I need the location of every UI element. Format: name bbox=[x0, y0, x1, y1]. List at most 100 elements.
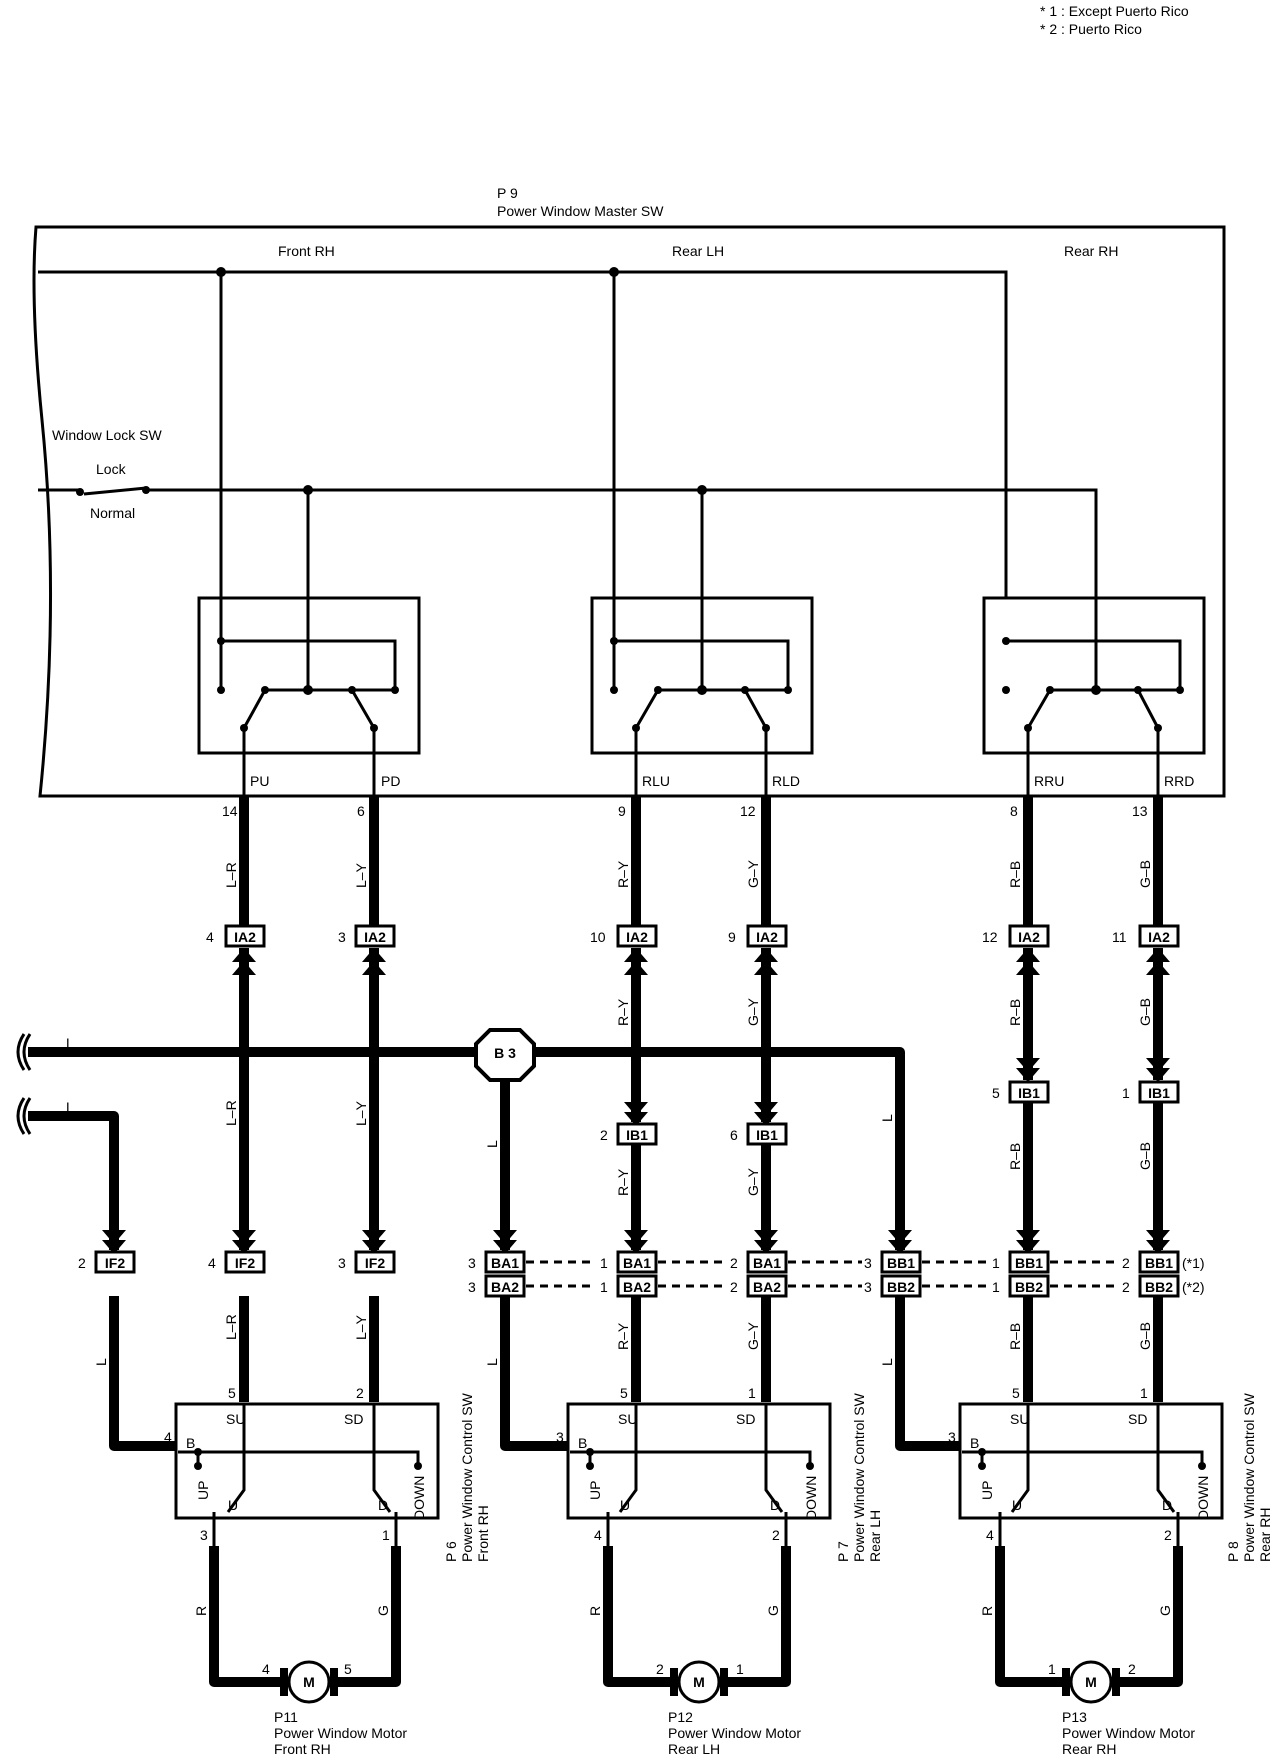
terminal-rrd: RRD bbox=[1164, 773, 1194, 789]
sub-switch-rear-rh bbox=[982, 490, 1206, 796]
svg-text:IB1: IB1 bbox=[1018, 1085, 1040, 1101]
svg-text:L: L bbox=[66, 1099, 74, 1115]
svg-text:BA2: BA2 bbox=[623, 1279, 651, 1295]
svg-text:1: 1 bbox=[748, 1385, 756, 1401]
svg-text:G–Y: G–Y bbox=[745, 997, 761, 1026]
svg-text:1: 1 bbox=[992, 1255, 1000, 1271]
svg-text:G–B: G–B bbox=[1137, 998, 1153, 1026]
wire-arrows bbox=[102, 948, 1170, 1254]
sub-switch-box bbox=[982, 596, 1206, 755]
svg-text:Rear RH: Rear RH bbox=[1062, 1741, 1116, 1757]
svg-text:R: R bbox=[587, 1606, 603, 1616]
footnotes: * 1 : Except Puerto Rico * 2 : Puerto Ri… bbox=[1040, 3, 1189, 37]
svg-text:2: 2 bbox=[656, 1661, 664, 1677]
sub-switch-front-rh bbox=[197, 272, 421, 796]
terminal-rld: RLD bbox=[772, 773, 800, 789]
svg-text:1: 1 bbox=[1122, 1085, 1130, 1101]
svg-text:BB1: BB1 bbox=[887, 1255, 915, 1271]
motor-rear-rh: M 1 2 P13 Power Window Motor Rear RH bbox=[1048, 1660, 1195, 1757]
junction-label: B 3 bbox=[494, 1045, 516, 1061]
svg-text:R–Y: R–Y bbox=[615, 860, 631, 888]
motor-icon bbox=[677, 1660, 721, 1704]
svg-text:B: B bbox=[186, 1435, 195, 1451]
svg-text:L: L bbox=[879, 1114, 895, 1122]
svg-text:BA2: BA2 bbox=[491, 1279, 519, 1295]
wire-labels: L–R L–Y R–Y G–Y R–B G–B R–Y G–Y R–B G–B … bbox=[66, 859, 1173, 1616]
svg-text:L–R: L–R bbox=[223, 862, 239, 888]
svg-text:2: 2 bbox=[600, 1127, 608, 1143]
control-switch-front-rh: SU SD B U D UP DOWN 4 5 2 3 1 P 6 Power … bbox=[164, 1385, 491, 1562]
svg-text:Front RH: Front RH bbox=[475, 1505, 491, 1562]
motor-front-rh: M 4 5 P11 Power Window Motor Front RH bbox=[262, 1660, 407, 1757]
svg-text:1: 1 bbox=[1140, 1385, 1148, 1401]
svg-text:14: 14 bbox=[222, 803, 238, 819]
svg-text:SU: SU bbox=[618, 1411, 637, 1427]
lower-connectors-row2: BA2 BA2 BA2 BB2 BB2 BB2 3 1 2 3 1 2 (*2) bbox=[468, 1274, 1205, 1298]
svg-text:P 7: P 7 bbox=[835, 1541, 851, 1562]
svg-text:6: 6 bbox=[730, 1127, 738, 1143]
svg-text:DOWN: DOWN bbox=[803, 1476, 819, 1520]
svg-text:G–B: G–B bbox=[1137, 1142, 1153, 1170]
svg-text:L: L bbox=[484, 1140, 500, 1148]
svg-text:R: R bbox=[193, 1606, 209, 1616]
svg-text:4: 4 bbox=[208, 1255, 216, 1271]
motor-rear-lh: M 2 1 P12 Power Window Motor Rear LH bbox=[656, 1660, 801, 1757]
svg-text:BA1: BA1 bbox=[491, 1255, 519, 1271]
svg-text:IF2: IF2 bbox=[105, 1255, 125, 1271]
svg-text:IB1: IB1 bbox=[626, 1127, 648, 1143]
svg-text:UP: UP bbox=[587, 1481, 603, 1500]
wires bbox=[28, 796, 1183, 1687]
svg-text:3: 3 bbox=[338, 929, 346, 945]
svg-text:3: 3 bbox=[556, 1429, 564, 1445]
control-switch-rear-rh: SU SD B U D UP DOWN 3 5 1 4 2 P 8 Power … bbox=[948, 1385, 1273, 1562]
note-2: * 2 : Puerto Rico bbox=[1040, 21, 1142, 37]
svg-text:3: 3 bbox=[948, 1429, 956, 1445]
terminal-pd: PD bbox=[381, 773, 400, 789]
svg-text:P 8: P 8 bbox=[1225, 1541, 1241, 1562]
svg-text:M: M bbox=[1085, 1674, 1097, 1690]
svg-text:2: 2 bbox=[1164, 1527, 1172, 1543]
svg-text:G: G bbox=[375, 1605, 391, 1616]
svg-text:M: M bbox=[303, 1674, 315, 1690]
svg-text:Rear LH: Rear LH bbox=[668, 1741, 720, 1757]
svg-text:P12: P12 bbox=[668, 1709, 693, 1725]
svg-text:3: 3 bbox=[338, 1255, 346, 1271]
svg-text:3: 3 bbox=[864, 1255, 872, 1271]
sub-switch-rear-lh bbox=[590, 272, 814, 796]
window-lock-lock-label: Lock bbox=[96, 461, 127, 477]
control-switch-rear-lh: SU SD B U D UP DOWN 3 5 1 4 2 P 7 Power … bbox=[556, 1385, 883, 1562]
svg-text:4: 4 bbox=[206, 929, 214, 945]
svg-text:1: 1 bbox=[736, 1661, 744, 1677]
svg-text:2: 2 bbox=[772, 1527, 780, 1543]
svg-text:5: 5 bbox=[228, 1385, 236, 1401]
svg-text:Power Window Control SW: Power Window Control SW bbox=[1241, 1392, 1257, 1562]
section-rear-lh: Rear LH bbox=[672, 243, 724, 259]
bus-wire-ends bbox=[16, 1033, 32, 1135]
feed-line bbox=[38, 270, 1008, 690]
svg-text:10: 10 bbox=[590, 929, 606, 945]
svg-text:SD: SD bbox=[344, 1411, 363, 1427]
svg-text:Power Window Motor: Power Window Motor bbox=[274, 1725, 407, 1741]
window-lock-normal-label: Normal bbox=[90, 505, 135, 521]
svg-text:L: L bbox=[66, 1035, 74, 1051]
svg-text:B: B bbox=[970, 1435, 979, 1451]
svg-text:3: 3 bbox=[200, 1527, 208, 1543]
svg-text:B: B bbox=[578, 1435, 587, 1451]
svg-text:IA2: IA2 bbox=[1148, 929, 1170, 945]
master-switch: P 9 Power Window Master SW Front RH Rear… bbox=[32, 185, 1226, 798]
svg-text:Rear RH: Rear RH bbox=[1257, 1508, 1273, 1562]
lock-line bbox=[38, 486, 1098, 690]
svg-text:2: 2 bbox=[730, 1255, 738, 1271]
svg-text:G–Y: G–Y bbox=[745, 1167, 761, 1196]
svg-text:L: L bbox=[93, 1358, 109, 1366]
svg-text:3: 3 bbox=[468, 1279, 476, 1295]
lower-connectors-row1: IF2 IF2 IF2 BA1 BA1 BA1 BB1 BB1 BB1 2 4 … bbox=[78, 1250, 1205, 1274]
svg-text:2: 2 bbox=[1128, 1661, 1136, 1677]
note-1: * 1 : Except Puerto Rico bbox=[1040, 3, 1189, 19]
svg-text:8: 8 bbox=[1010, 803, 1018, 819]
svg-text:R–Y: R–Y bbox=[615, 1168, 631, 1196]
svg-text:BA1: BA1 bbox=[753, 1255, 781, 1271]
svg-text:1: 1 bbox=[1048, 1661, 1056, 1677]
svg-text:M: M bbox=[693, 1674, 705, 1690]
